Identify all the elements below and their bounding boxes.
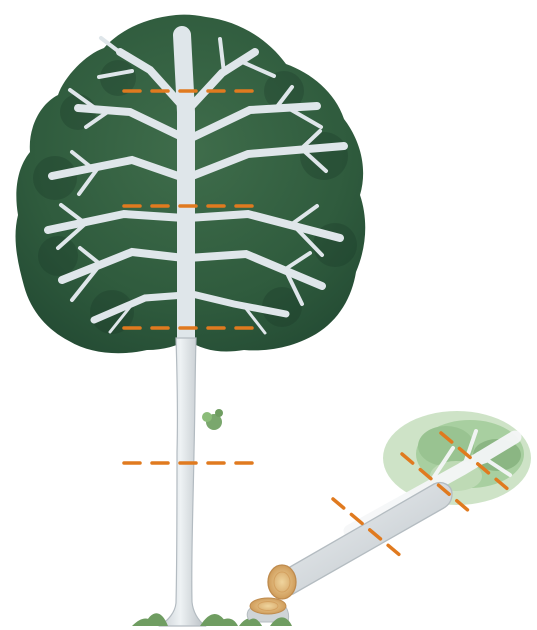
stump	[244, 598, 292, 626]
tree-trunk	[160, 338, 205, 626]
standing-tree	[16, 15, 366, 626]
felled-tree	[268, 411, 531, 599]
log-end-cut	[268, 565, 296, 599]
felled-log	[269, 483, 452, 596]
trunk-sprout	[202, 409, 223, 430]
